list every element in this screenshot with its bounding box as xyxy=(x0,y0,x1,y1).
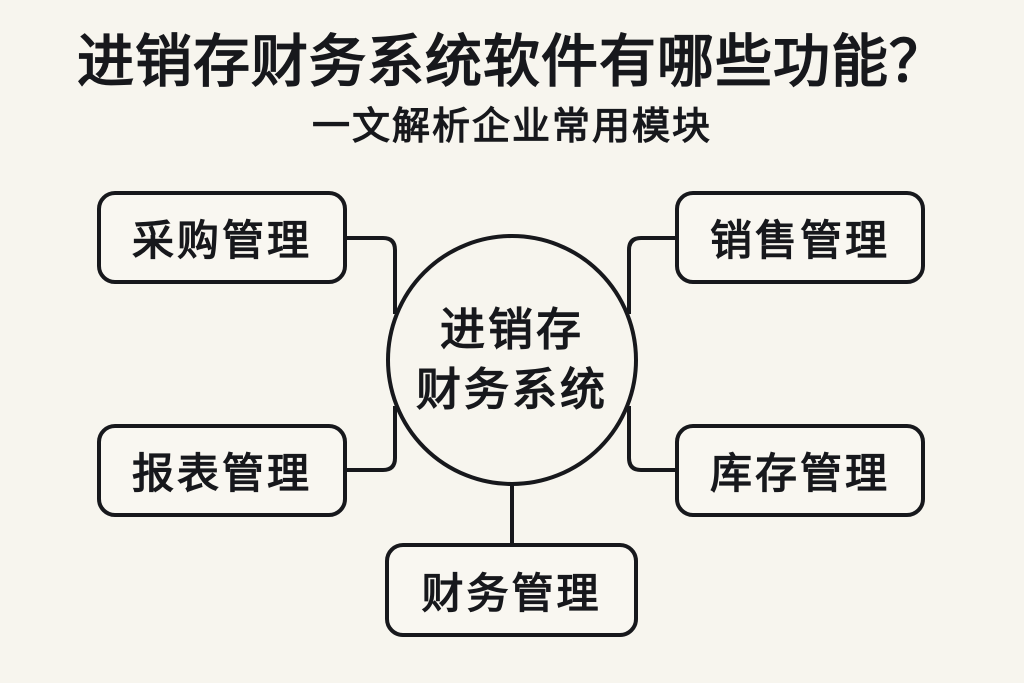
center-node-label-line1: 进销存 xyxy=(439,304,584,355)
center-node-label-line2: 财务系统 xyxy=(415,364,608,415)
module-label-sales: 销售管理 xyxy=(709,217,890,264)
connector-line-inventory xyxy=(627,406,677,472)
module-box-inventory: 库存管理 xyxy=(675,424,925,517)
module-label-reports: 报表管理 xyxy=(131,450,312,497)
module-box-reports: 报表管理 xyxy=(97,424,347,517)
center-node: 进销存 财务系统 xyxy=(386,234,638,486)
connector-line-purchase xyxy=(347,236,397,314)
module-label-inventory: 库存管理 xyxy=(709,450,890,497)
page-subtitle: 一文解析企业常用模块 xyxy=(311,106,712,148)
module-label-finance: 财务管理 xyxy=(421,569,602,617)
connector-line-reports xyxy=(347,406,397,472)
page-title: 进销存财务系统软件有哪些功能？ xyxy=(77,30,947,94)
module-box-sales: 销售管理 xyxy=(675,191,925,284)
module-box-purchase: 采购管理 xyxy=(97,191,347,284)
module-box-finance: 财务管理 xyxy=(385,543,638,637)
module-label-purchase: 采购管理 xyxy=(131,217,312,264)
connector-line-sales xyxy=(627,236,677,314)
